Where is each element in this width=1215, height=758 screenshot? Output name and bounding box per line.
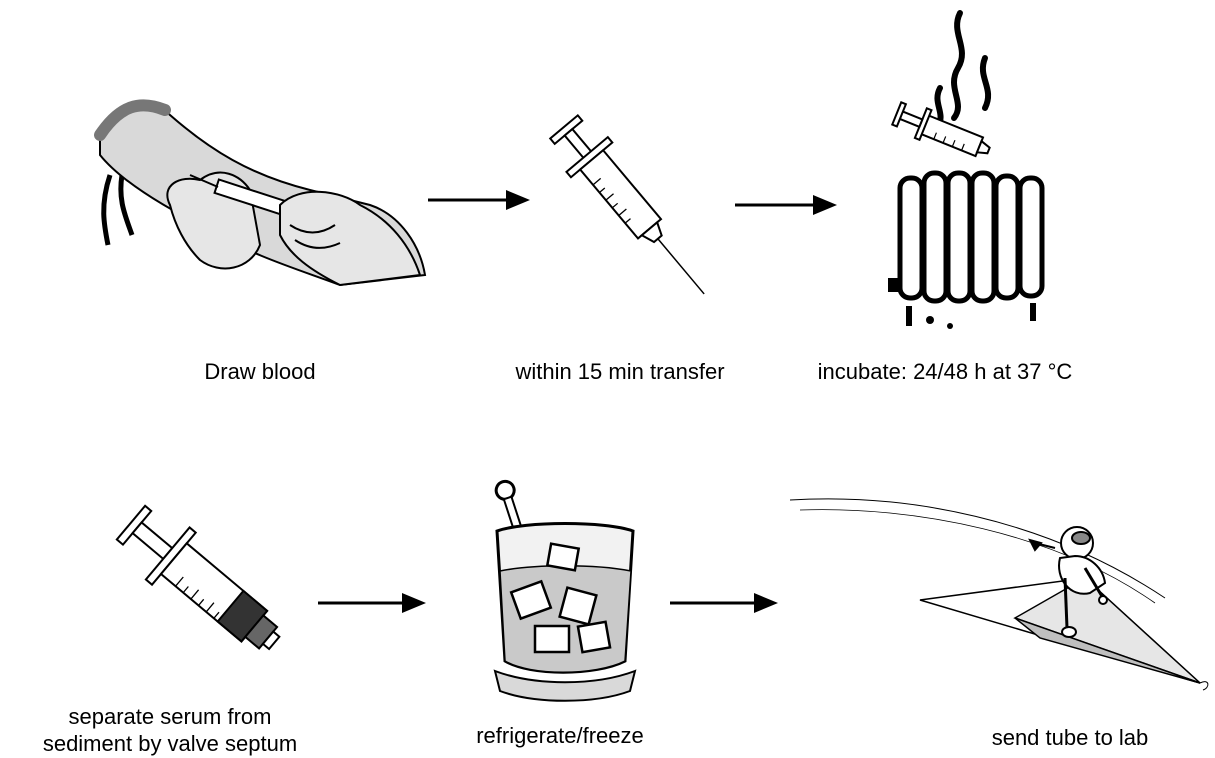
step-label-draw-blood: Draw blood (160, 358, 360, 385)
radiator-heating-icon (880, 8, 1060, 338)
arrow-icon (428, 188, 538, 212)
arrow-icon (735, 193, 845, 217)
syringe-with-valve-icon (105, 500, 305, 680)
ice-beaker-thermometer-icon (485, 476, 645, 706)
step-label-incubate: incubate: 24/48 h at 37 °C (795, 358, 1095, 385)
arrow-icon (670, 591, 785, 615)
syringe-icon (562, 112, 692, 292)
step-label-transfer: within 15 min transfer (490, 358, 750, 385)
arm-blood-draw-icon (90, 95, 430, 295)
step-label-refrigerate: refrigerate/freeze (440, 722, 680, 749)
arrow-icon (318, 591, 433, 615)
paper-airplane-pilot-icon (785, 488, 1210, 708)
step-label-send-to-lab: send tube to lab (950, 724, 1190, 751)
step-label-separate-serum-line2: sediment by valve septum (0, 730, 340, 757)
step-label-separate-serum-line1: separate serum from (0, 703, 340, 730)
